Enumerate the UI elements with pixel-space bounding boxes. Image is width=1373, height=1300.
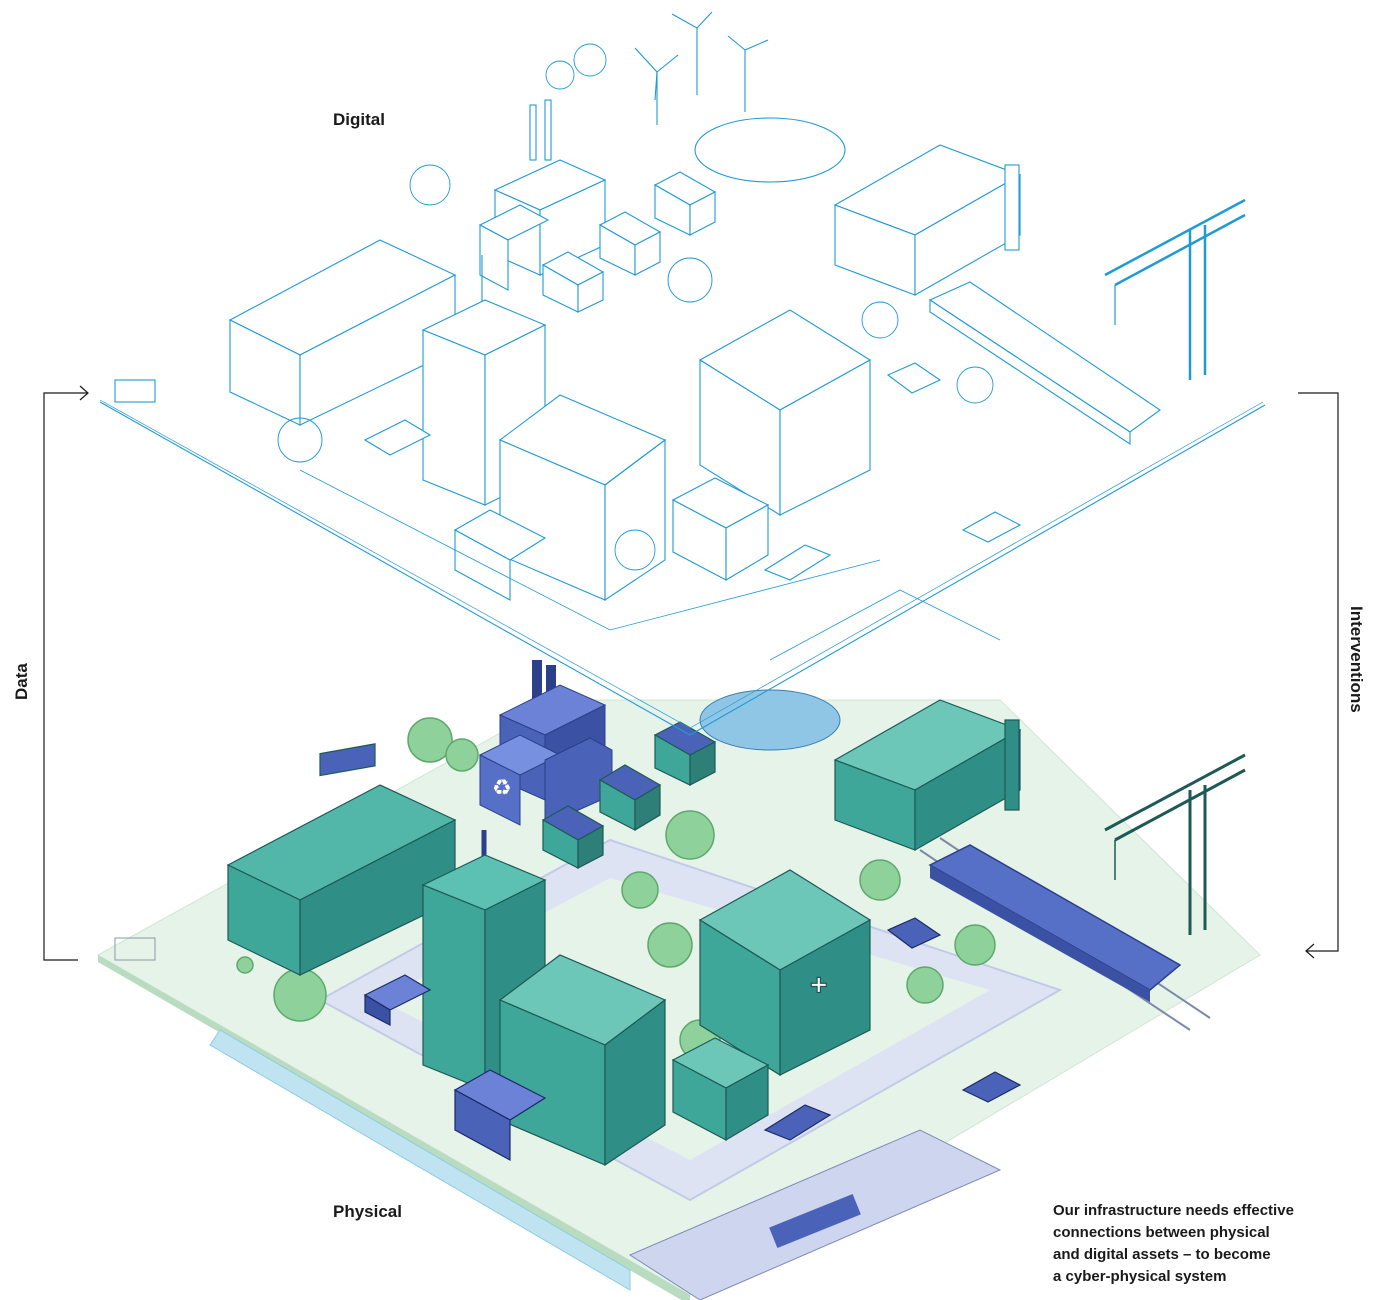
caption-line: and digital assets – to become <box>1053 1246 1271 1263</box>
wind-turbine-icon <box>634 11 769 125</box>
canal <box>209 1029 631 1291</box>
physical-layer: ♻ <box>96 660 1261 1300</box>
train-physical <box>928 844 1182 1002</box>
hospital-physical: + <box>698 869 872 1077</box>
caption-line: Our infrastructure needs effective <box>1053 1202 1294 1219</box>
goal-physical <box>114 937 156 961</box>
interventions-arrow <box>1298 392 1339 959</box>
pond-physical <box>699 689 841 751</box>
vehicles-physical <box>363 917 1022 1162</box>
caption-line: connections between physical <box>1053 1224 1270 1241</box>
kiosk-physical <box>671 1037 770 1142</box>
caption-line: a cyber-physical system <box>1053 1268 1227 1285</box>
medical-cross-icon: + <box>810 969 828 1002</box>
station-physical <box>833 699 1022 852</box>
interventions-label: Interventions <box>1347 606 1366 713</box>
recycling-icon: ♻ <box>492 775 512 800</box>
factory-physical: ♻ <box>478 660 613 826</box>
crane-icon <box>1104 753 1246 935</box>
physical-label: Physical <box>333 1202 402 1221</box>
digital-label: Digital <box>333 110 385 129</box>
terrace-physical <box>226 743 457 976</box>
digital-layer <box>99 11 1266 736</box>
houses-physical <box>541 721 717 869</box>
caption: Our infrastructure needs effective conne… <box>1053 1200 1353 1288</box>
apartment-physical <box>498 954 667 1167</box>
data-label: Data <box>12 663 31 700</box>
data-arrow <box>43 385 89 961</box>
digital-ground <box>99 401 1266 736</box>
